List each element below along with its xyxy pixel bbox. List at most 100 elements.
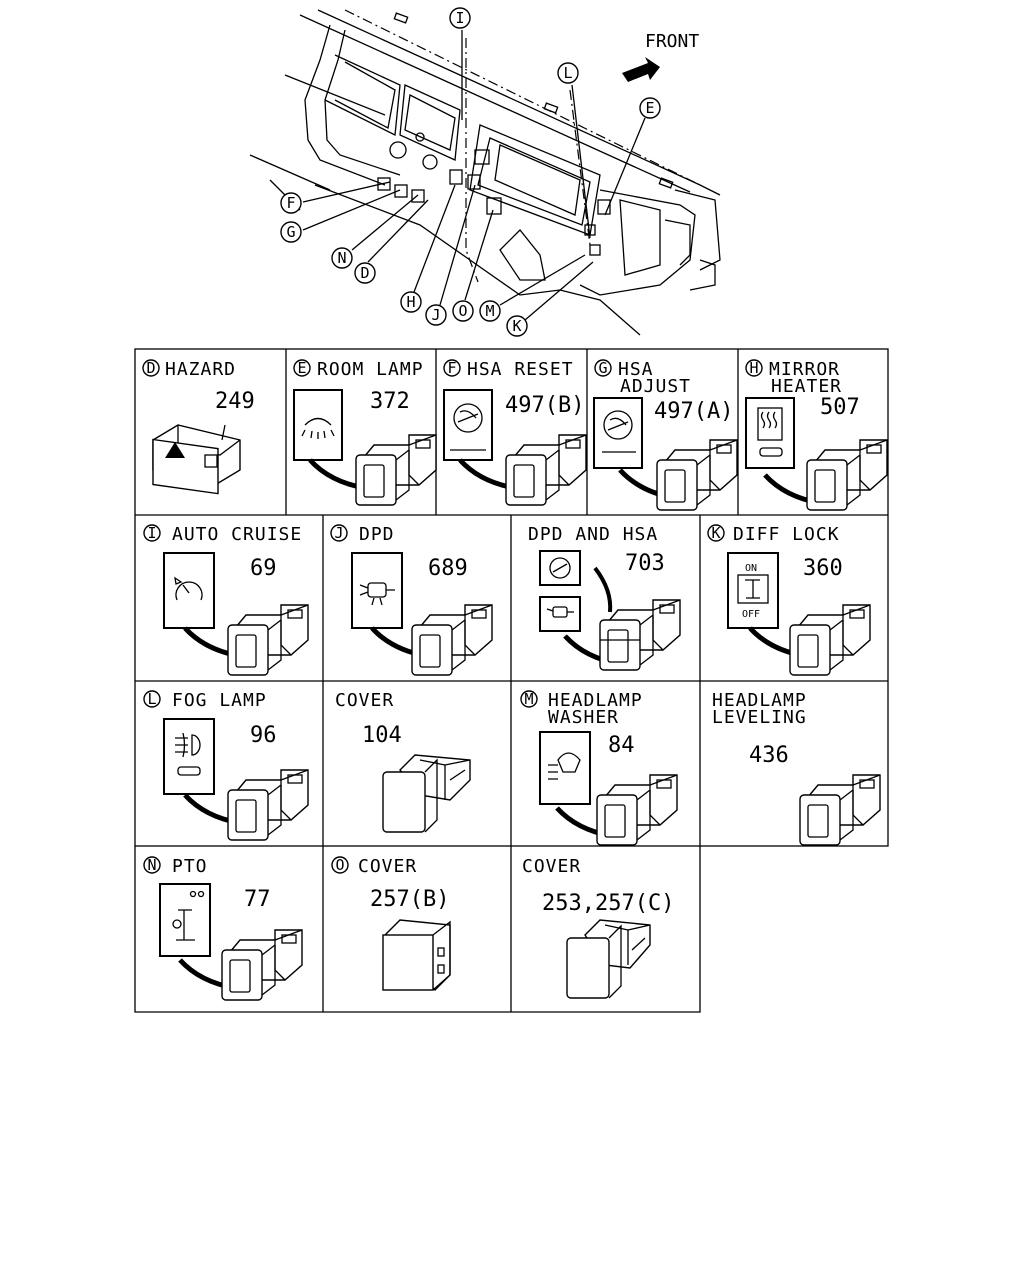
front-label: FRONT xyxy=(645,31,699,52)
pto-face-icon xyxy=(159,883,211,957)
svg-text:G: G xyxy=(598,359,607,377)
cell-title: HAZARD xyxy=(165,359,236,380)
svg-text:J: J xyxy=(431,306,440,324)
cell-title: DPD AND HSA xyxy=(528,524,658,545)
hsa-adjust-switch-icon xyxy=(656,439,738,511)
svg-text:G: G xyxy=(286,223,295,241)
callout-F: F xyxy=(280,192,302,214)
dashboard-overview: FRONT xyxy=(249,7,721,337)
cell-cover-257b: O COVER 257(B) xyxy=(331,856,451,992)
callout-D: D xyxy=(354,262,376,284)
cell-fog-lamp: L FOG LAMP 96 xyxy=(143,690,309,841)
cover-104-icon xyxy=(382,754,471,833)
callout-G: G xyxy=(280,221,302,243)
callout-I: I xyxy=(449,7,471,29)
svg-text:E: E xyxy=(297,359,306,377)
svg-text:K: K xyxy=(512,317,521,335)
part-number: 257(B) xyxy=(370,887,449,912)
fog-lamp-switch-icon xyxy=(227,769,309,841)
fog-lamp-face-icon xyxy=(163,718,215,795)
cell-title: ROOM LAMP xyxy=(317,359,424,380)
callout-M: M xyxy=(479,300,501,322)
part-number: 436 xyxy=(749,743,789,768)
cell-title: FOG LAMP xyxy=(172,690,267,711)
callout-L: L xyxy=(557,62,579,84)
callout-N: N xyxy=(331,247,353,269)
cell-title: DPD xyxy=(359,524,395,545)
cell-auto-cruise: I AUTO CRUISE 69 xyxy=(143,524,309,676)
part-number: 84 xyxy=(608,733,635,758)
room-lamp-face-icon xyxy=(293,389,343,461)
svg-text:O: O xyxy=(458,302,467,320)
part-number: 77 xyxy=(244,887,271,912)
svg-text:OFF: OFF xyxy=(742,609,760,620)
callout-H: H xyxy=(400,291,422,313)
cell-title: PTO xyxy=(172,856,208,877)
mirror-heater-face-icon xyxy=(745,397,795,469)
pto-switch-icon xyxy=(221,929,303,1001)
svg-text:F: F xyxy=(286,194,295,212)
dpd-switch-icon xyxy=(411,604,493,676)
cell-hsa-reset: F HSA RESET 497(B) xyxy=(443,359,587,506)
parts-grid xyxy=(134,348,889,1013)
part-number: 372 xyxy=(370,389,410,414)
dpd-face-small-icon xyxy=(539,596,581,632)
part-number: 360 xyxy=(803,556,843,581)
part-number: 703 xyxy=(625,551,665,576)
part-number: 249 xyxy=(215,389,255,414)
cell-cover-253-257c: COVER 253,257(C) xyxy=(522,856,674,999)
svg-text:N: N xyxy=(337,249,346,267)
part-number: 497(B) xyxy=(505,393,584,418)
svg-text:L: L xyxy=(147,690,156,708)
hsa-adjust-face-icon xyxy=(593,397,643,469)
svg-text:J: J xyxy=(334,524,343,542)
cell-title: HSA xyxy=(618,359,654,380)
dpd-face-icon xyxy=(351,552,403,629)
part-number: 689 xyxy=(428,556,468,581)
diff-lock-switch-icon xyxy=(789,604,871,676)
callout-J: J xyxy=(425,304,447,326)
front-arrow-icon xyxy=(622,57,660,82)
callout-E: E xyxy=(639,97,661,119)
cell-title: HEADLAMP xyxy=(548,690,643,711)
svg-text:H: H xyxy=(406,293,415,311)
part-number: 507 xyxy=(820,395,860,420)
cell-title-line2: WASHER xyxy=(548,707,619,728)
cell-title-line2: LEVELING xyxy=(712,707,807,728)
callout-O: O xyxy=(452,300,474,322)
headlamp-washer-switch-icon xyxy=(596,774,678,846)
hsa-face-icon xyxy=(539,550,581,586)
cell-title: AUTO CRUISE xyxy=(172,524,302,545)
svg-text:E: E xyxy=(645,99,654,117)
part-number: 104 xyxy=(362,723,402,748)
mirror-heater-switch-icon xyxy=(806,439,888,511)
hsa-reset-face-icon xyxy=(443,389,493,461)
cell-title: HSA RESET xyxy=(467,359,574,380)
svg-text:ON: ON xyxy=(745,563,757,574)
cell-pto: N PTO 77 xyxy=(143,856,303,1001)
cell-dpd: J DPD 689 xyxy=(330,524,493,676)
svg-text:D: D xyxy=(360,264,369,282)
cell-title-line2: ADJUST xyxy=(620,376,691,397)
svg-text:I: I xyxy=(455,9,464,27)
cell-title-line2: HEATER xyxy=(771,376,842,397)
cell-hsa-adjust: G HSA ADJUST 497(A) xyxy=(593,359,738,511)
cell-title: COVER xyxy=(335,690,394,711)
svg-text:L: L xyxy=(563,64,572,82)
auto-cruise-face-icon xyxy=(163,552,215,629)
cell-title: HEADLAMP xyxy=(712,690,807,711)
part-number: 96 xyxy=(250,723,277,748)
cover-257b-icon xyxy=(382,919,451,992)
cell-title: COVER xyxy=(522,856,581,877)
hsa-reset-switch-icon xyxy=(505,434,587,506)
cell-dpd-and-hsa: DPD AND HSA 703 xyxy=(528,524,681,671)
cell-cover-104: COVER 104 xyxy=(335,690,471,833)
svg-text:F: F xyxy=(447,359,456,377)
room-lamp-switch-icon xyxy=(355,434,437,506)
cell-title: COVER xyxy=(358,856,417,877)
svg-text:D: D xyxy=(146,359,155,377)
svg-text:H: H xyxy=(749,359,758,377)
cell-room-lamp: E ROOM LAMP 372 xyxy=(293,359,437,506)
part-number: 253,257(C) xyxy=(542,891,674,916)
